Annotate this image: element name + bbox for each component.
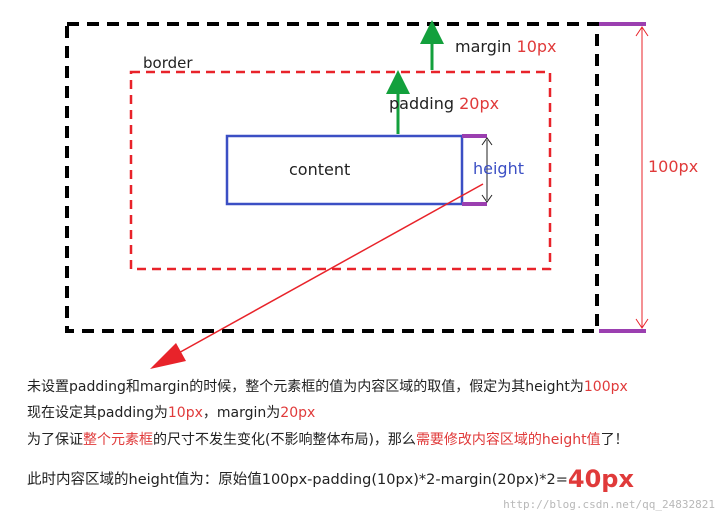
line1-value: 100px (583, 379, 628, 395)
margin-word: margin (455, 37, 512, 56)
margin-box (65, 22, 599, 333)
explanation-line-2: 现在设定其padding为10px，margin为20px (27, 404, 717, 422)
height-label: height (473, 159, 524, 178)
explanation-line-3: 为了保证整个元素框的尺寸不发生变化(不影响整体布局)，那么需要修改内容区域的he… (27, 431, 717, 449)
border-label: border (143, 54, 193, 72)
line1-text: 未设置padding和margin的时候，整个元素框的值为内容区域的取值，假定为… (27, 379, 584, 395)
line4-result: 40px (567, 465, 634, 493)
line2-padding-value: 10px (167, 405, 203, 421)
explanation-line-4: 此时内容区域的height值为：原始值100px-padding(10px)*2… (27, 467, 717, 491)
explanation-line-1: 未设置padding和margin的时候，整个元素框的值为内容区域的取值，假定为… (27, 378, 717, 396)
padding-value: 20px (459, 94, 500, 113)
watermark: http://blog.csdn.net/qq_24832821 (503, 498, 715, 511)
line3-highlight-d: 需要修改内容区域的height值 (415, 432, 601, 448)
pointer-arrow-head (150, 343, 186, 369)
content-label: content (289, 160, 351, 179)
line3-highlight-b: 整个元素框 (83, 432, 153, 448)
border-box (129, 70, 552, 271)
line4-formula: 此时内容区域的height值为：原始值100px-padding(10px)*2… (27, 472, 568, 488)
line3-text-c: 的尺寸不发生变化(不影响整体布局)，那么 (153, 432, 416, 448)
line3-text-a: 为了保证 (27, 432, 83, 448)
line2-text-a: 现在设定其padding为 (27, 405, 168, 421)
total-height-label: 100px (648, 157, 699, 176)
margin-value: 10px (516, 37, 557, 56)
pointer-arrow (165, 183, 484, 361)
line2-margin-value: 20px (280, 405, 316, 421)
content-box (225, 134, 464, 206)
padding-label: padding 20px (389, 94, 499, 113)
line2-text-c: ，margin为 (202, 405, 281, 421)
line3-text-e: 了！ (600, 432, 629, 448)
margin-label: margin 10px (455, 37, 557, 56)
padding-word: padding (389, 94, 455, 113)
